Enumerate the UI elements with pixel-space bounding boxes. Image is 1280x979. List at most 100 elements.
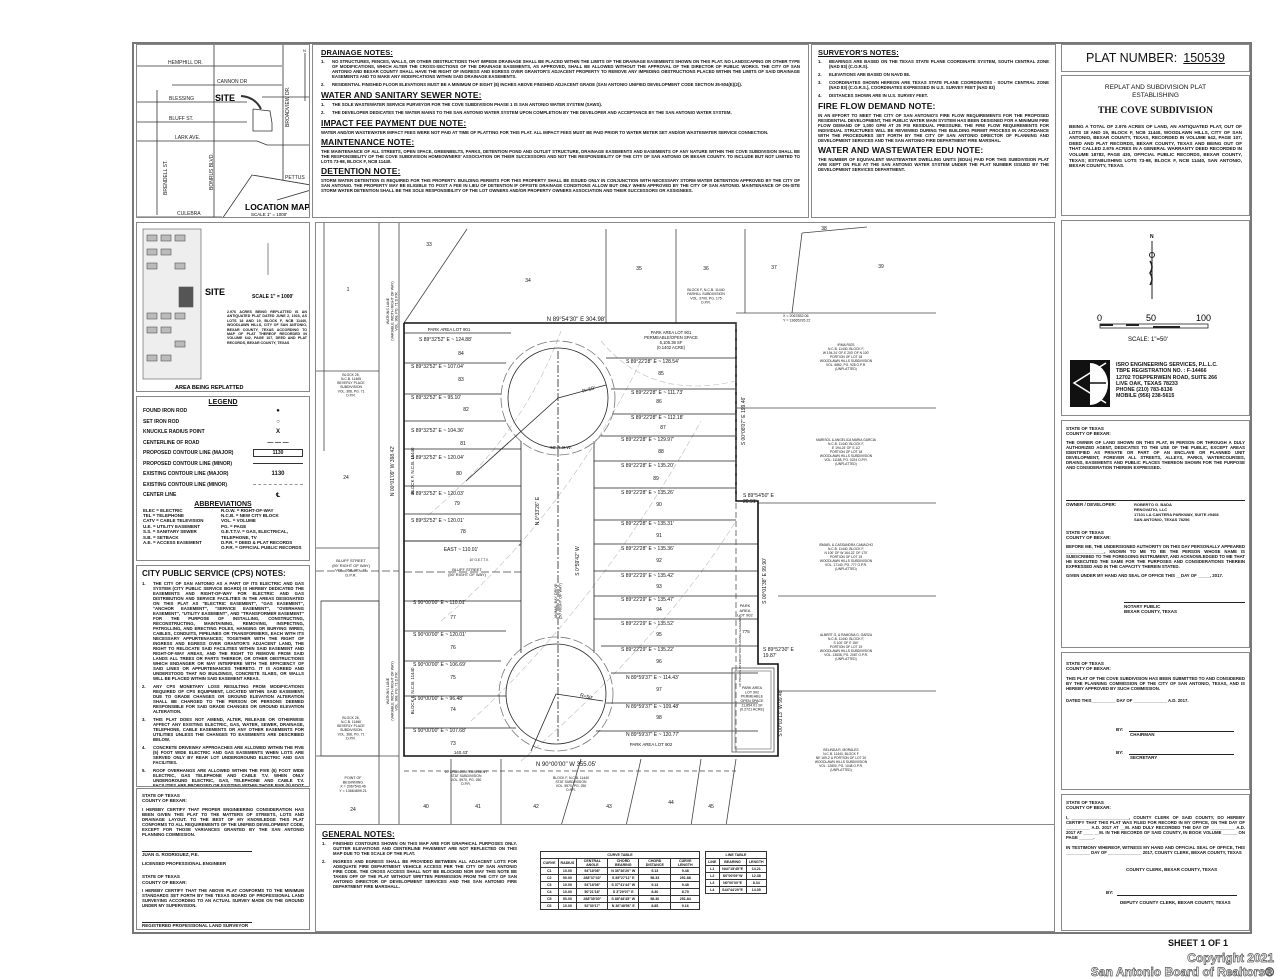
plat-label-line: PORTION OF LOT 19 — [830, 555, 862, 559]
plat-label-line: PARK AREA — [742, 686, 763, 690]
table-cell: 10.00 — [557, 881, 578, 889]
plat-label: S 89°22'29" E ~ 135.42' — [621, 573, 674, 579]
plat-label: S 90°00'00" E ~ 96.48' — [413, 696, 463, 702]
county-clerk-label: COUNTY CLERK, BEXAR COUNTY, TEXAS — [1126, 866, 1218, 872]
plat-label-line: (50' RIGHT OF WAY) — [448, 572, 486, 577]
note-text: THIS PLAT DOES NOT AMEND, ALTER, RELEASE… — [153, 717, 304, 742]
replat-caption: AREA BEING REPLATTED — [175, 385, 243, 391]
plat-label: WATKINS LANE(VARIABLE WIDTH RIGHT OF WAY… — [386, 281, 399, 340]
street-label: BONRUS BLVD. — [209, 153, 215, 190]
note-number: 2. — [322, 859, 326, 864]
scale-bar — [1099, 323, 1209, 329]
table-cell: 8.34 — [745, 879, 768, 887]
legend-symbol-icon: ● — [276, 408, 280, 415]
plat-label: 86 — [656, 399, 662, 405]
abbreviation: TEL = TELEPHONE — [143, 512, 185, 518]
plat-label-line: VOL. 368, PG. 71 — [338, 732, 365, 736]
plat-label-line: (UNPLATTED) — [830, 768, 852, 772]
plat-label: 92 — [656, 558, 662, 564]
legend-label: CENTER LINE — [143, 492, 177, 499]
plat-label: 84 — [458, 351, 464, 357]
note-number: 5. — [142, 768, 146, 773]
table-header: LINE — [705, 858, 720, 866]
plat-label-line: (50' RIGHT OF WAY) — [332, 563, 370, 568]
plat-label: S 00°08'07" E 199.46' — [741, 397, 747, 446]
note-text: THE DEVELOPER DEDICATES THE WATER MAINS … — [332, 110, 732, 115]
plat-label: 35 — [636, 266, 642, 272]
plat-label: 37 — [771, 265, 777, 271]
table-cell: L3 — [705, 879, 720, 887]
plat-label: S 89°22'28" E ~ 135.20' — [621, 463, 674, 469]
plat-label-line: WOODLAWN HILLS SUBDIVISION — [820, 559, 873, 563]
owner-label: OWNER / DEVELOPER: — [1066, 501, 1117, 507]
plat-label: R=50' — [579, 692, 593, 701]
plat-label-line: WOODLAWN HILLS SUBDIVISION — [820, 454, 873, 458]
note-number: 1. — [321, 102, 325, 107]
plat-label: S 89°32'52" E ~ 107.04' — [411, 364, 464, 370]
plat-label-line: N 100' OF W 164.22' OF 170' — [824, 551, 867, 555]
plat-label: 95 — [656, 632, 662, 638]
plat-label-line: WOODLAWN HILLS SUBDIVISION — [820, 359, 873, 363]
plat-label-line: 10' DRAINAGE EASEMENT — [445, 770, 488, 774]
legend-label: PROPOSED CONTOUR LINE (MINOR) — [143, 460, 233, 467]
note-text: THE CITY OF SAN ANTONIO AS A PART OF ITS… — [153, 581, 304, 681]
plat-label-line: BEVERLY PLACE — [337, 381, 365, 385]
plat-label: S 89°22'29" E ~ 135.47' — [621, 597, 674, 603]
street-label: BROADVIEW DR. — [285, 86, 291, 127]
plat-label: 140.43' — [454, 750, 468, 755]
plat-label: 98 — [656, 715, 662, 721]
plat-label: 97 — [656, 687, 662, 693]
note-number: 1. — [142, 581, 146, 586]
abbreviation: N.C.B. = NEW CITY BLOCK — [221, 512, 279, 518]
note-number: 2. — [818, 72, 822, 77]
legend-symbol-icon: ○ — [276, 418, 280, 425]
plat-label-line: OPEN SPACE — [740, 699, 764, 703]
plat-label: S 00°03'13" W 99.46' — [778, 689, 784, 736]
plat-label-line: ALBERT G. & RAMONA G. GARZA — [820, 633, 873, 637]
street-label: PETTUS — [285, 175, 305, 181]
table-cell: 288°35'30" — [576, 895, 609, 903]
plat-label: 82 — [463, 407, 469, 413]
title-block: REPLAT AND SUBDIVISION PLAT ESTABLISHING… — [1061, 75, 1250, 216]
engineer-role: LICENSED PROFESSIONAL ENGINEER — [142, 860, 227, 866]
table-header: CURVE LENGTH — [670, 858, 700, 868]
north-arrow-icon — [1149, 241, 1155, 299]
note-number: 3. — [818, 80, 822, 85]
plat-number: 150539 — [1183, 51, 1225, 65]
legend-label: FOUND IRON ROD — [143, 408, 188, 415]
county-label: COUNTY OF BEXAR: — [1066, 535, 1111, 541]
plat-label-line: N.C.B. 11440, BLOCK F, — [828, 547, 864, 551]
plat-label: 10' PRIVATE INTERCEPTOR CHANNEL EASEMENT — [738, 615, 742, 687]
plat-label: 41 — [475, 804, 481, 810]
note-number: 1. — [818, 59, 822, 64]
plat-label: R=50' — [582, 385, 596, 394]
north-arrow-icon: N — [1150, 234, 1154, 240]
by-label: BY: — [1116, 726, 1124, 732]
street-label: LARK AVE. — [175, 135, 200, 141]
legend-row: PROPOSED CONTOUR LINE (MAJOR)1130 — [143, 448, 303, 459]
state-label: STATE OF TEXAS — [1066, 661, 1104, 666]
county-label: COUNTY OF BEXAR: — [142, 798, 187, 804]
plat-label-line: PARK — [740, 603, 751, 608]
clerk-testimony: IN TESTIMONY WHEREOF, WITNESS MY HAND AN… — [1066, 844, 1245, 855]
plat-label: 75 — [450, 675, 456, 681]
plat-label: EAST ~ 110.01' — [444, 547, 479, 553]
cps-notes-panel: CITY PUBLIC SERVICE (CPS) NOTES: 1.THE C… — [136, 565, 310, 787]
plat-label: 77 — [450, 615, 456, 621]
table-cell: 50°21'18" — [576, 888, 609, 896]
table-cell: N 36°48'56" E — [607, 902, 640, 910]
plat-label: BLUFF STREET(50' RIGHT OF WAY) — [448, 567, 486, 577]
deputy-clerk-label: DEPUTY COUNTY CLERK, BEXAR COUNTY, TEXAS — [1120, 899, 1231, 905]
plat-label-line: MARISOL & ANGELICA MARIA GARCIA — [816, 438, 877, 442]
plat-label: 34 — [525, 278, 531, 284]
plat-label: N 89°59'37" E ~ 114.43' — [626, 675, 679, 681]
